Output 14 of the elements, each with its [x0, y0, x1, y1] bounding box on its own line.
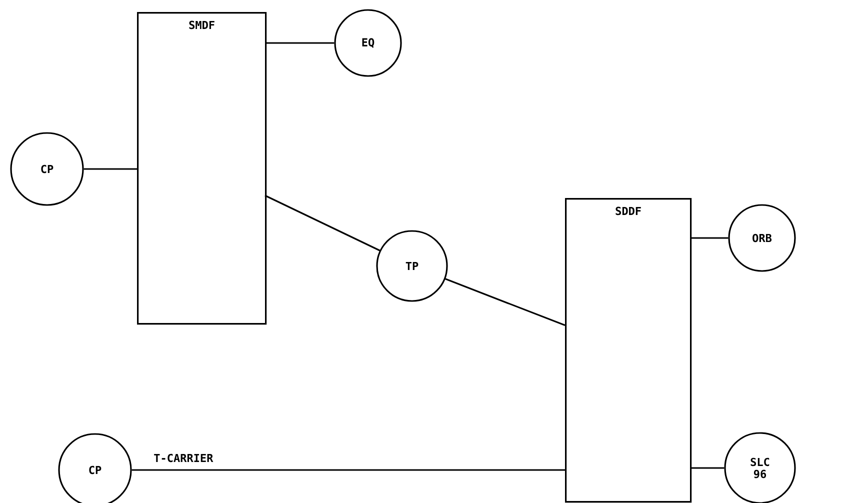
edge-label: T-CARRIER	[154, 454, 214, 462]
connector-line	[264, 194, 380, 252]
frame-box: SMDF	[137, 12, 267, 325]
circle-node: TP	[376, 230, 448, 302]
connector-line	[84, 168, 137, 170]
connector-line	[445, 278, 566, 326]
frame-box: SDDF	[565, 198, 692, 503]
connector-line	[132, 469, 565, 471]
circle-node: EQ	[334, 9, 402, 77]
circle-node: ORB	[728, 204, 796, 272]
connector-line	[690, 237, 728, 239]
connector-line	[690, 467, 724, 469]
circle-node: CP	[10, 132, 84, 206]
connector-line	[265, 42, 334, 44]
